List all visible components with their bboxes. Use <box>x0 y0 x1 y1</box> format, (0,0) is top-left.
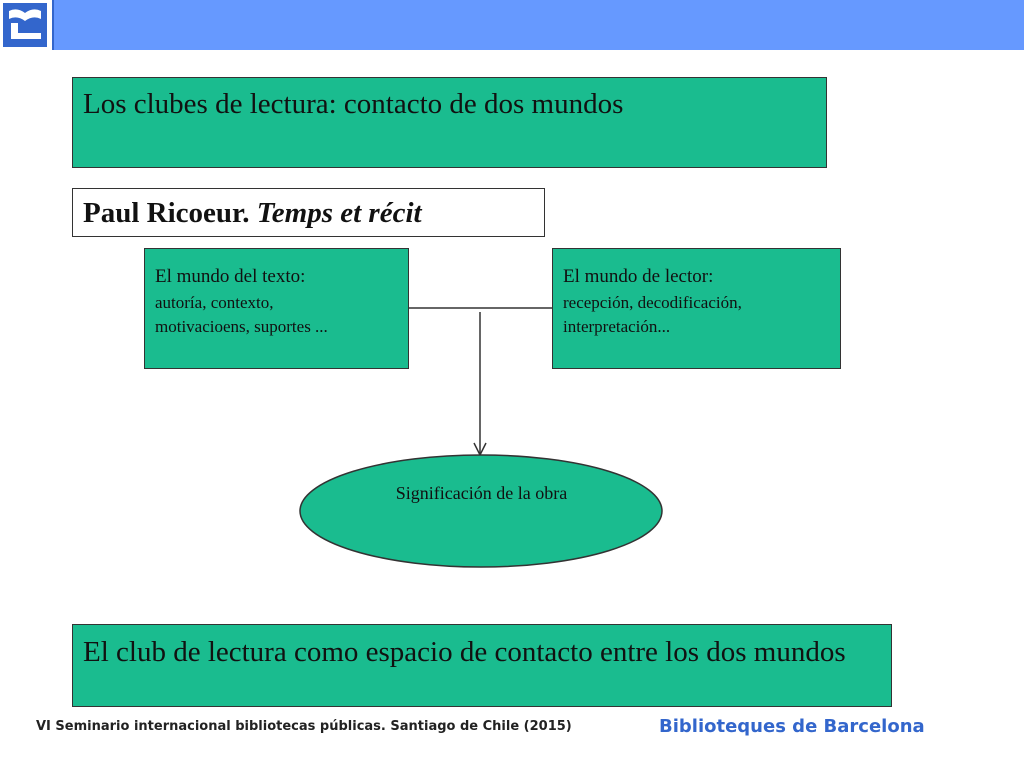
reader-world-heading: El mundo de lector: <box>563 266 714 287</box>
text-world-line: autoría, contexto, <box>155 292 274 312</box>
work-title: Temps et récit <box>256 197 422 229</box>
header-bar <box>0 0 1024 50</box>
slide-title: Los clubes de lectura: contacto de dos m… <box>72 77 827 168</box>
text-world-line: motivacioens, suportes ... <box>155 317 328 337</box>
author-reference: Paul Ricoeur. Temps et récit <box>72 188 545 237</box>
logo-square <box>3 3 47 47</box>
footer-brand: Biblioteques de Barcelona <box>659 716 925 737</box>
author-name: Paul Ricoeur. <box>83 197 250 229</box>
logo-glyph-icon <box>9 9 41 39</box>
result-label: Significación de la obra <box>395 483 568 503</box>
result-ellipse <box>299 454 663 568</box>
reader-world-line: interpretación... <box>563 317 671 337</box>
conclusion-box: El club de lectura como espacio de conta… <box>72 624 892 707</box>
biblioteques-logo-icon <box>0 0 54 50</box>
reader-world-line: recepción, decodificación, <box>563 292 742 312</box>
footer-seminar: VI Seminario internacional bibliotecas p… <box>36 719 572 734</box>
text-world-box: El mundo del texto: autoría, contexto, m… <box>144 248 409 369</box>
text-world-heading: El mundo del texto: <box>155 266 306 287</box>
reader-world-box: El mundo de lector: recepción, decodific… <box>552 248 841 369</box>
